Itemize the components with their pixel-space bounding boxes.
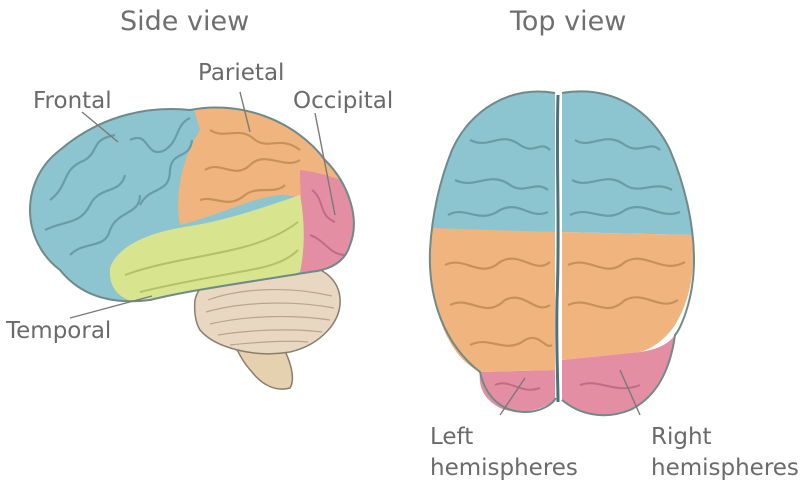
occipital-label: Occipital	[293, 90, 393, 113]
side-brain	[0, 90, 400, 389]
top-left-parietal	[431, 228, 556, 372]
right-hemisphere	[562, 91, 694, 415]
frontal-label: Frontal	[33, 90, 112, 113]
left-hemisphere	[430, 92, 556, 412]
top-brain	[430, 91, 694, 415]
temporal-label: Temporal	[6, 320, 111, 343]
right-hemispheres-label: Right hemispheres	[651, 422, 799, 484]
top-view-title: Top view	[510, 8, 626, 35]
longitudinal-fissure	[557, 95, 558, 402]
side-view-title: Side view	[120, 8, 249, 35]
top-left-occipital	[480, 370, 555, 412]
parietal-label: Parietal	[198, 62, 284, 85]
top-left-frontal	[432, 92, 555, 232]
side-occipital-lobe	[300, 170, 360, 275]
left-hemispheres-label: Left hemispheres	[430, 422, 578, 484]
